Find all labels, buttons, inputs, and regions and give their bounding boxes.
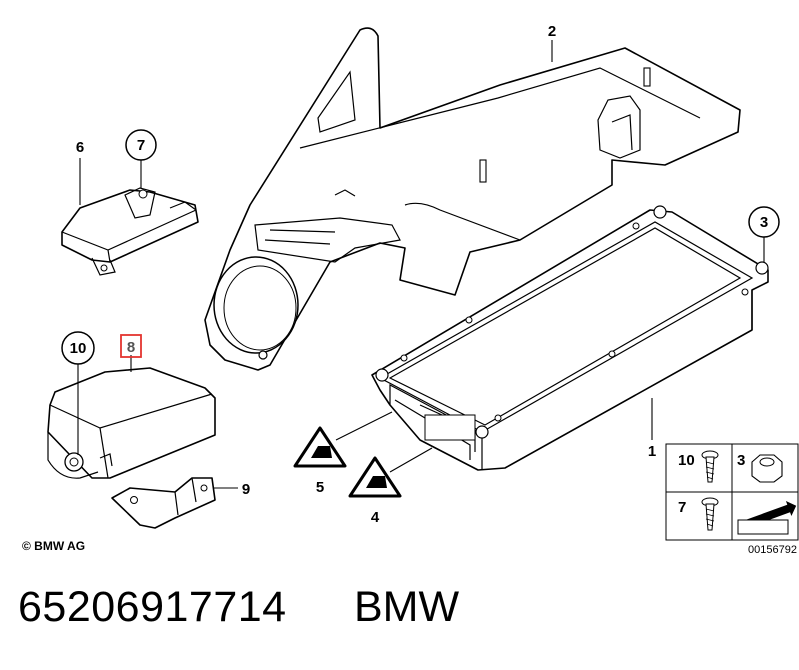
module-part-6 [61, 187, 199, 276]
part-number: 65206917714 [18, 583, 287, 631]
table-cell-10: 10 [678, 452, 695, 469]
copyright-text: © BMW AG [22, 539, 86, 553]
table-cell-3: 3 [737, 452, 745, 469]
callouts: 1 2 3 4 5 6 7 8 9 10 [61, 23, 780, 526]
bracket-part-9 [111, 477, 216, 529]
callout-10: 10 [70, 340, 87, 357]
callout-9: 9 [242, 481, 250, 498]
nut-3-icon [751, 454, 783, 483]
hardware-table: 10 3 7 00156792 [665, 443, 799, 556]
callout-3: 3 [760, 214, 768, 231]
warning-label-part-5 [293, 426, 347, 468]
warning-label-part-4 [348, 456, 402, 498]
control-unit-part-1 [371, 205, 769, 471]
callout-5: 5 [316, 479, 324, 496]
callout-8: 8 [127, 339, 135, 356]
screw-7-icon [701, 497, 719, 531]
arrow-icon [737, 500, 797, 535]
callout-4: 4 [371, 509, 380, 526]
callout-7-circle [125, 129, 157, 161]
bracket-part-2 [204, 27, 741, 371]
callout-7: 7 [137, 137, 145, 154]
callout-6: 6 [76, 139, 84, 156]
callout-3-circle [748, 206, 780, 238]
leader-lines [77, 40, 765, 489]
screw-10-icon [701, 450, 719, 483]
callout-2: 2 [548, 23, 556, 40]
callout-1: 1 [648, 443, 656, 460]
callout-10-circle [61, 331, 95, 365]
brand-name: BMW [354, 583, 460, 631]
drawing-number: 00156792 [748, 544, 797, 556]
module-part-8 [47, 367, 216, 479]
callout-8-highlight-box [120, 334, 142, 358]
table-cell-7: 7 [678, 499, 686, 516]
